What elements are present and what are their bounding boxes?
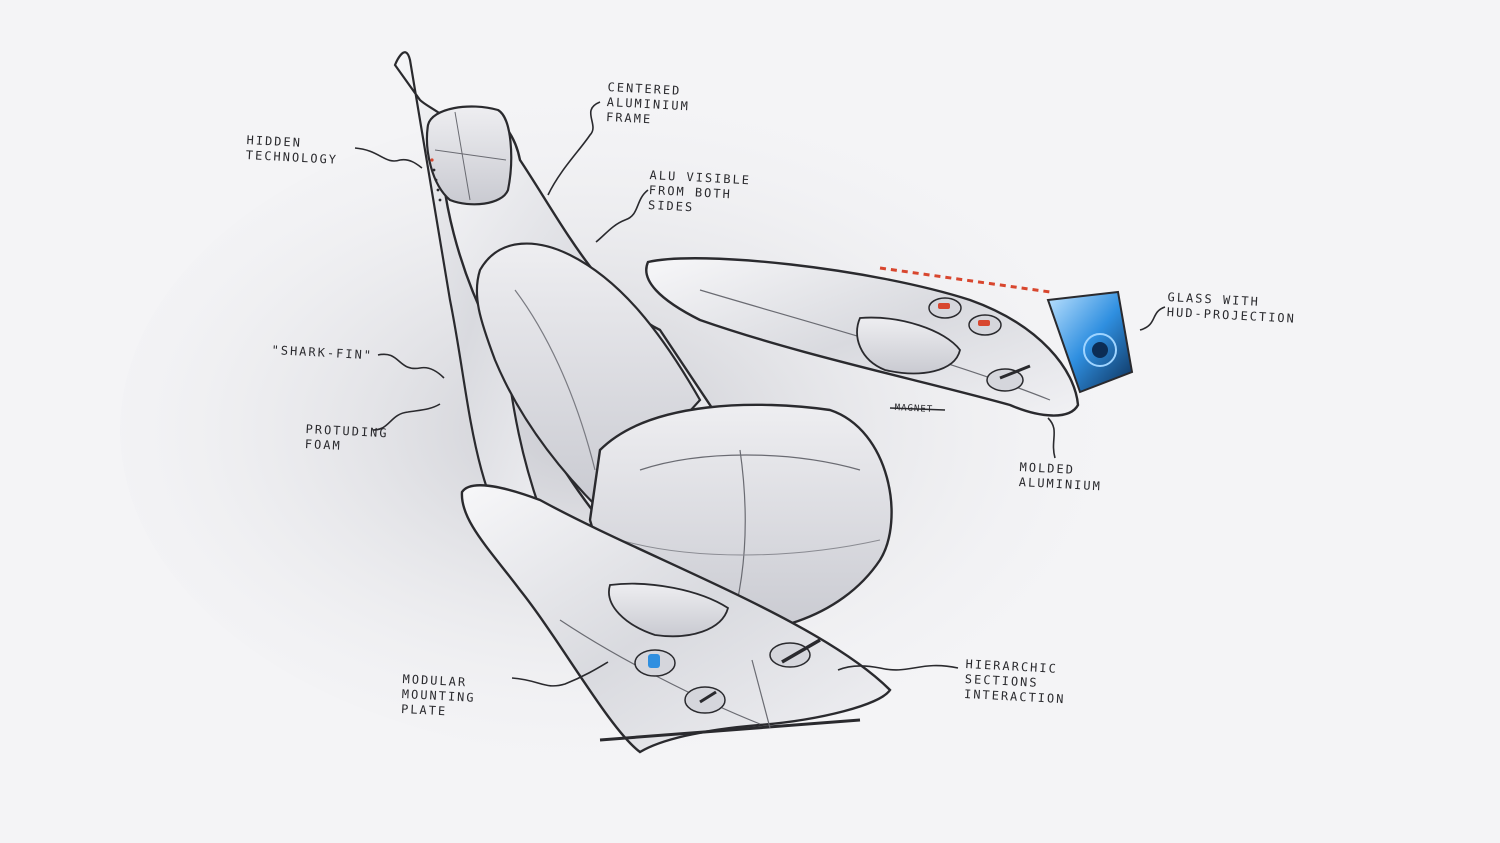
label-hidden-technology: HIDDEN TECHNOLOGY bbox=[245, 133, 339, 168]
label-modular-mounting-plate: MODULAR MOUNTING PLATE bbox=[401, 672, 477, 721]
leader-lines bbox=[354, 101, 1166, 687]
left-console-controls bbox=[634, 638, 821, 714]
label-line: MAGNET bbox=[894, 402, 934, 415]
left-armrest-pad bbox=[608, 582, 730, 638]
label-hierarchic-sections: HIERARCHIC SECTIONS INTERACTION bbox=[964, 657, 1068, 707]
right-console-controls bbox=[928, 297, 1031, 392]
label-molded-aluminium: MOLDED ALUMINIUM bbox=[1018, 460, 1102, 494]
ambient-light-strip bbox=[879, 266, 1051, 294]
right-armrest-pad bbox=[856, 316, 961, 375]
hud-glass-display bbox=[1046, 290, 1134, 394]
label-protruding-foam: PROTUDING FOAM bbox=[304, 422, 388, 456]
label-centered-aluminium-frame: CENTERED ALUMINIUM FRAME bbox=[606, 80, 691, 129]
headrest bbox=[425, 105, 513, 206]
label-alu-visible: ALU VISIBLE FROM BOTH SIDES bbox=[648, 168, 752, 218]
label-magnet: MAGNET bbox=[894, 401, 933, 418]
hidden-technology-dots bbox=[430, 158, 442, 202]
